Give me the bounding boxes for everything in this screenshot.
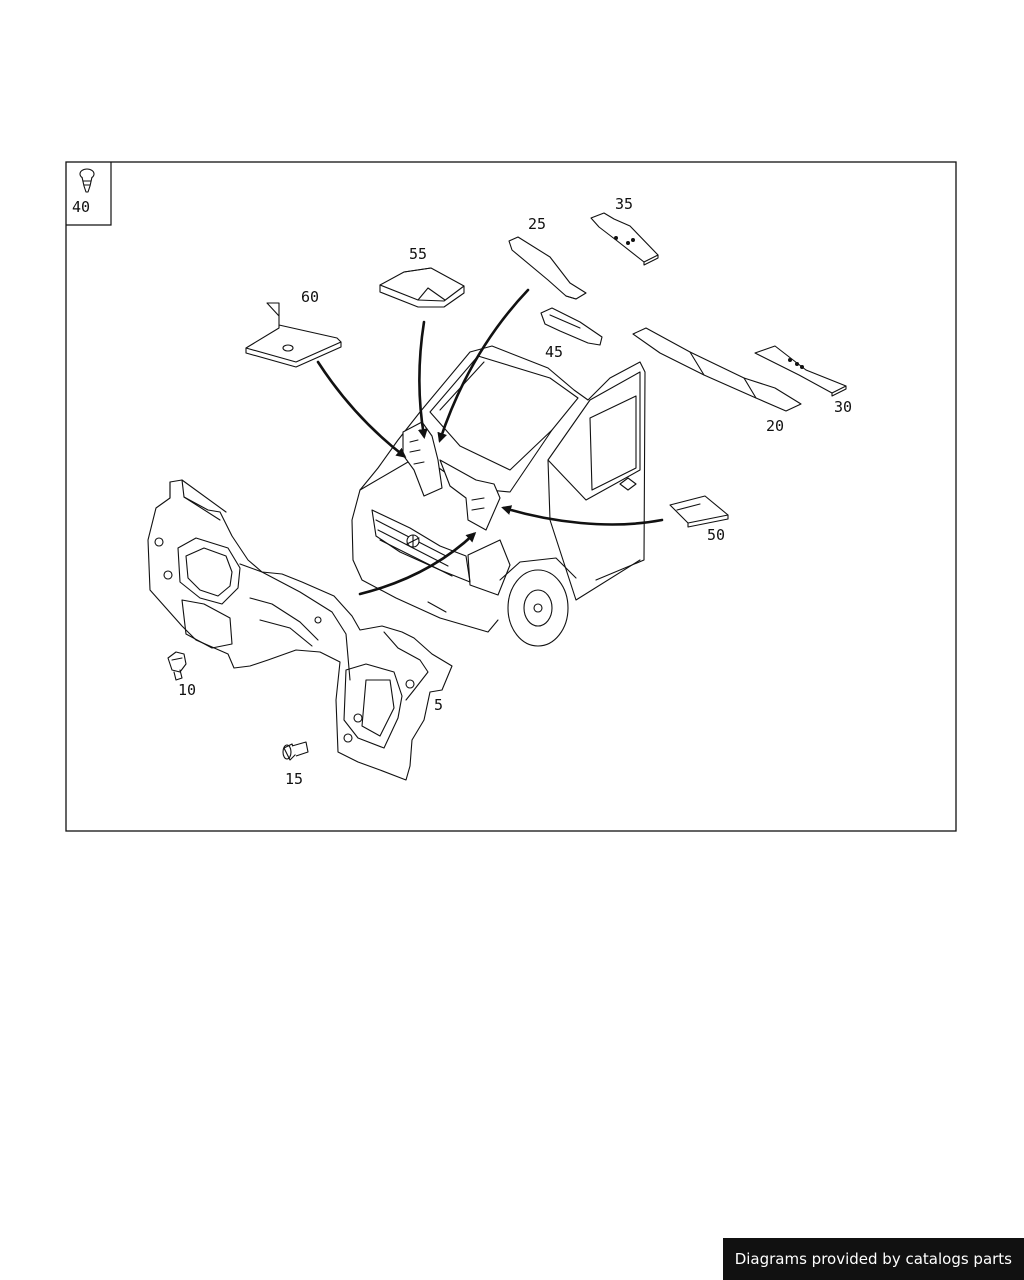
legend-part-number: 40 (72, 198, 90, 216)
callout-10: 10 (178, 681, 196, 699)
part-45-seal (540, 307, 603, 346)
part-50-pad (669, 495, 729, 528)
callout-60: 60 (301, 288, 319, 306)
callout-20: 20 (766, 417, 784, 435)
part-25-strip (508, 236, 587, 300)
arrow-55 (417, 320, 428, 439)
callout-25: 25 (528, 215, 546, 233)
part-55-insulation-pad (379, 267, 465, 308)
callout-30: 30 (834, 398, 852, 416)
part-35-pad (590, 212, 659, 266)
callout-15: 15 (285, 770, 303, 788)
arrow-50 (501, 505, 664, 526)
diagram-frame (65, 161, 957, 832)
part-5-firewall-insulation (147, 479, 453, 781)
part-30-pad (754, 345, 847, 397)
legend-box: 40 (66, 162, 112, 226)
part-15-fastener (282, 741, 309, 761)
callout-35: 35 (615, 195, 633, 213)
footer-credit: Diagrams provided by catalogs parts (722, 1238, 1024, 1280)
clip-icon (79, 168, 95, 193)
part-60-insulation-mat (245, 302, 342, 368)
part-10-clip (167, 651, 187, 681)
callout-5: 5 (434, 696, 443, 714)
arrow-25 (437, 288, 530, 443)
callout-45: 45 (545, 343, 563, 361)
part-20-long-strip (632, 327, 802, 412)
arrow-60 (316, 360, 407, 458)
callout-50: 50 (707, 526, 725, 544)
callout-55: 55 (409, 245, 427, 263)
van-illustration (351, 345, 646, 647)
arrow-5 (358, 531, 477, 596)
